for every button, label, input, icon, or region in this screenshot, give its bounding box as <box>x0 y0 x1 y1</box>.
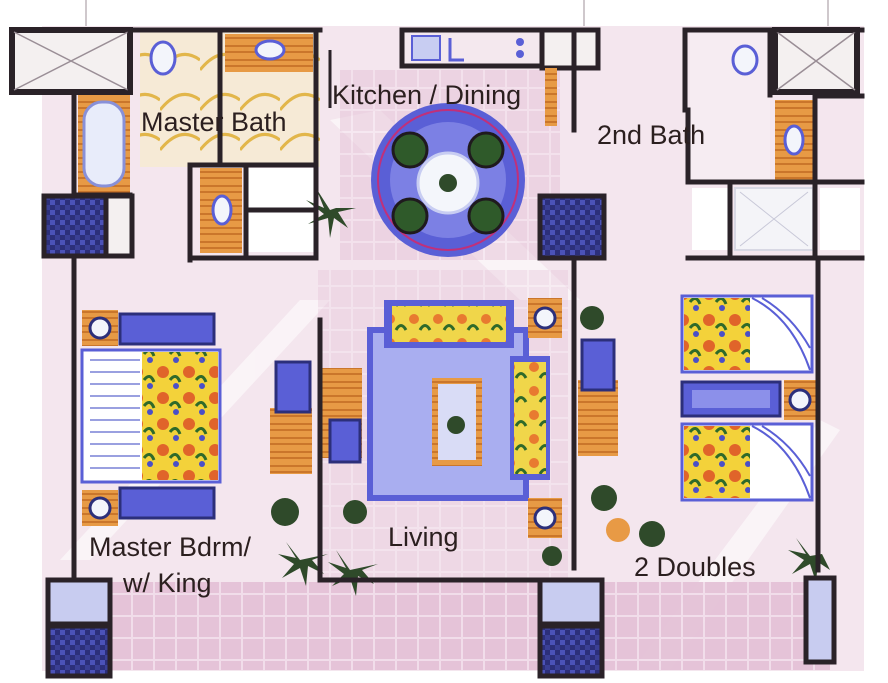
label-two-doubles: 2 Doubles <box>634 552 756 582</box>
master-nightstands <box>82 310 118 526</box>
master-chair <box>274 360 312 414</box>
master-bench-top <box>118 312 216 346</box>
walls <box>71 27 865 583</box>
second-bath <box>690 27 860 251</box>
label-master-bedroom-line2: w/ King <box>123 568 212 598</box>
second-bath-floor <box>690 32 770 182</box>
kitchen-plant <box>306 188 356 238</box>
living-plants <box>328 306 604 596</box>
kitchen <box>306 27 601 257</box>
master-bedspread <box>142 352 218 480</box>
roof-lines <box>85 0 829 26</box>
master-bench-bottom <box>118 486 216 520</box>
master-bath-toilet <box>149 40 177 76</box>
master-plants <box>271 498 328 586</box>
master-bedroom <box>80 310 328 586</box>
living-side-tables <box>528 298 562 538</box>
label-kitchen-dining: Kitchen / Dining <box>332 80 522 110</box>
label-master-bedroom-line1: Master Bdrm/ <box>89 532 252 562</box>
dining-chairs <box>391 131 505 235</box>
second-bath-toilet <box>731 44 759 76</box>
doubles-chair <box>580 338 616 392</box>
master-bath <box>9 27 320 253</box>
label-second-bath: 2nd Bath <box>597 120 706 150</box>
living-room <box>322 298 604 596</box>
kitchen-fridge <box>539 27 601 71</box>
doubles-desk <box>578 380 618 456</box>
label-master-bath: Master Bath <box>141 107 287 137</box>
windows <box>41 193 837 679</box>
label-living: Living <box>388 522 459 552</box>
tile-floor-balcony <box>60 582 830 670</box>
master-desk <box>270 408 312 474</box>
doubles-bedroom <box>578 294 830 582</box>
doubles-plants <box>591 485 830 582</box>
